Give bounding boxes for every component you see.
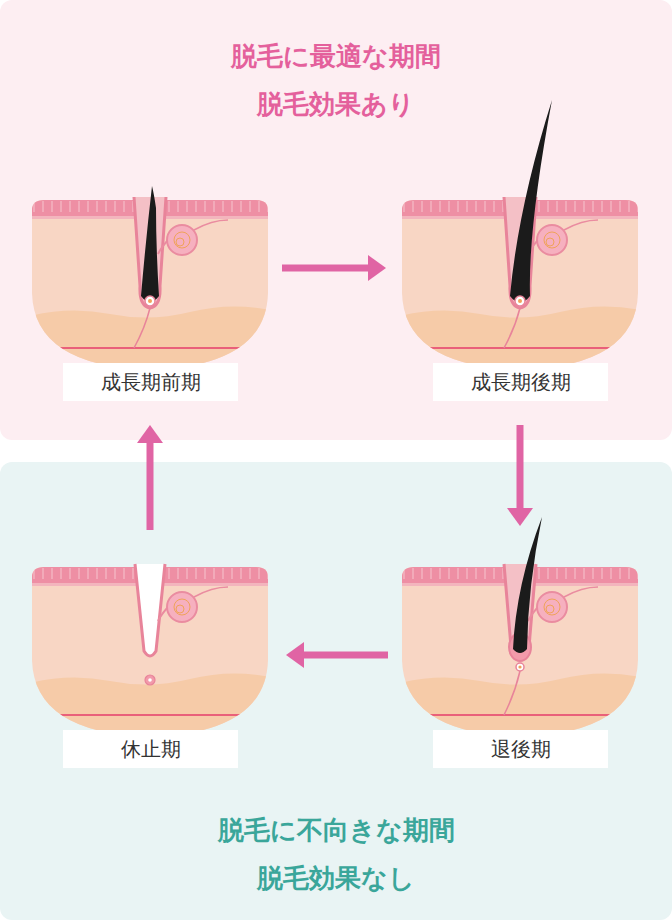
stage-figure: 成長期後期 bbox=[400, 195, 640, 403]
cycle-arrow bbox=[282, 255, 386, 281]
stage-label-box: 成長期後期 bbox=[433, 363, 608, 401]
panel-title: 脱毛に最適な期間脱毛効果あり bbox=[0, 32, 672, 128]
anagen-early-figure bbox=[30, 186, 270, 373]
anagen-late-figure bbox=[400, 100, 640, 373]
cycle-arrow bbox=[507, 425, 533, 526]
top-panel-ground bbox=[0, 0, 672, 440]
stage-figure: 成長期前期 bbox=[30, 195, 270, 403]
panel-title: 脱毛に不向きな期間脱毛効果なし bbox=[0, 806, 672, 902]
bottom-panel-ground bbox=[0, 462, 672, 920]
stage-label-box: 成長期前期 bbox=[63, 363, 238, 401]
cycle-arrow bbox=[286, 642, 388, 668]
panel-heading: 脱毛に不向きな期間 bbox=[0, 806, 672, 854]
stage-label: 成長期前期 bbox=[101, 369, 201, 396]
stage-label-box: 退後期 bbox=[433, 730, 608, 768]
panel-heading: 脱毛に最適な期間 bbox=[0, 32, 672, 80]
panel-heading: 脱毛効果あり bbox=[0, 80, 672, 128]
arrow-head bbox=[368, 255, 386, 281]
panel-heading: 脱毛効果なし bbox=[0, 854, 672, 902]
arrow-shaft bbox=[302, 652, 388, 659]
stage-figure: 退後期 bbox=[400, 562, 640, 770]
stage-label: 休止期 bbox=[121, 736, 181, 763]
region-panel: 脱毛に最適な期間脱毛効果あり成長期前期 成長期後期 bbox=[0, 0, 672, 440]
arrow-head bbox=[286, 642, 304, 668]
stage-figure: 休止期 bbox=[30, 562, 270, 770]
region-panel: 脱毛に不向きな期間脱毛効果なし 休止期 退後期 bbox=[0, 462, 672, 920]
cycle-arrow bbox=[137, 425, 163, 530]
stage-label-box: 休止期 bbox=[63, 730, 238, 768]
stage-label: 退後期 bbox=[491, 736, 551, 763]
arrow-shaft bbox=[147, 441, 154, 530]
arrow-head bbox=[507, 508, 533, 526]
telogen-figure bbox=[30, 564, 270, 740]
catagen-figure bbox=[400, 517, 640, 740]
stage-label: 成長期後期 bbox=[471, 369, 571, 396]
arrow-shaft bbox=[282, 265, 370, 272]
arrow-shaft bbox=[517, 425, 524, 510]
arrow-head bbox=[137, 425, 163, 443]
